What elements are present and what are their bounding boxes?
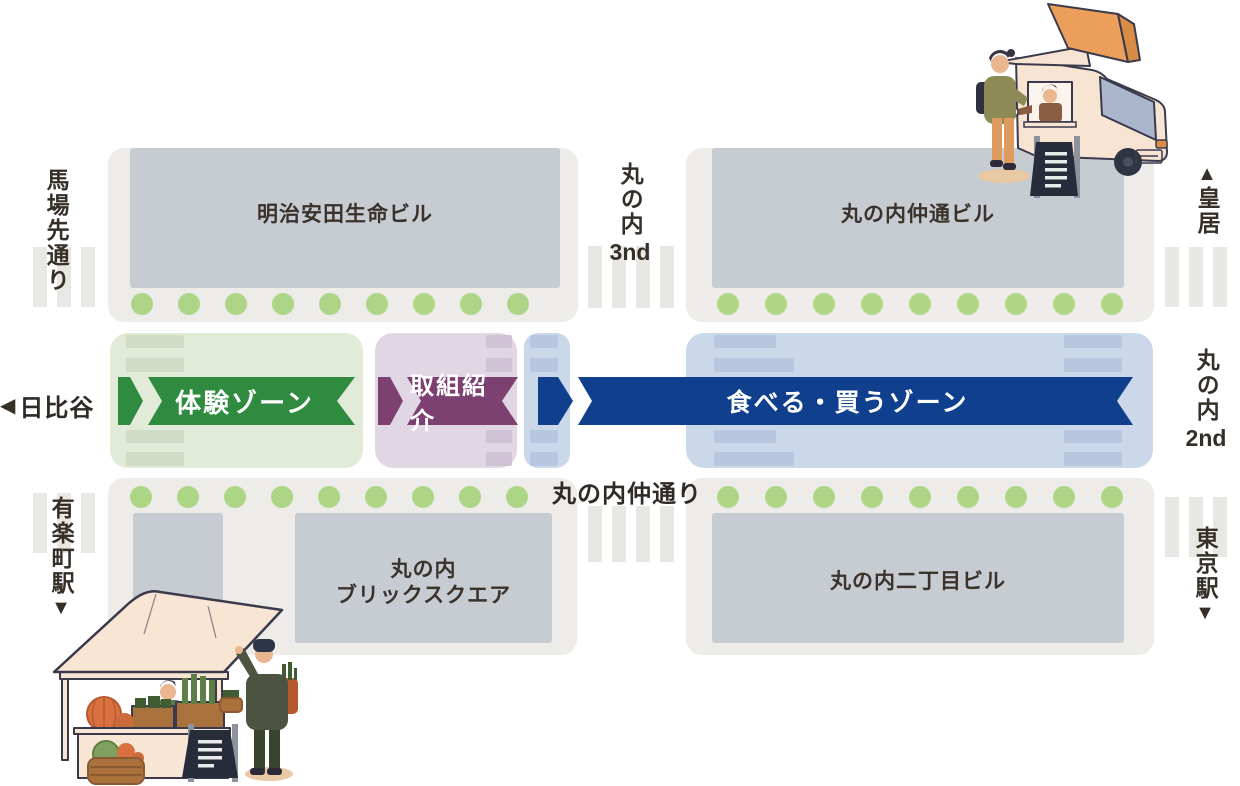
building-nichome: 丸の内二丁目ビル: [712, 513, 1124, 643]
building-naka-dori-label: 丸の内仲通ビル: [841, 203, 995, 226]
down-arrow-icon: ▼: [1195, 602, 1215, 624]
booth-marker: [1064, 430, 1122, 443]
label-naka-dori-street: 丸の内仲通り: [552, 481, 702, 508]
label-marunouchi-2nd: 丸の内 2nd: [1178, 348, 1234, 452]
crosswalk-west-south: [33, 493, 95, 553]
label-marunouchi-2nd-kanji: 丸の内: [1193, 348, 1220, 423]
booth-marker: [126, 335, 184, 348]
building-meiji-yasuda: 明治安田生命ビル: [130, 148, 560, 288]
booth-marker: [486, 335, 512, 348]
label-babasaki-dori: 馬場先通り: [43, 168, 70, 293]
label-marunouchi-3rd-kanji: 丸の内: [617, 162, 644, 237]
booth-marker: [530, 430, 558, 443]
booth-marker: [530, 358, 558, 372]
booth-marker: [126, 452, 184, 466]
direction-imperial-palace: ▲ 皇居: [1192, 164, 1222, 236]
booth-marker: [126, 430, 184, 443]
building-brick-square-line1: 丸の内: [390, 558, 457, 581]
booth-marker: [714, 430, 776, 443]
food-truck-illustration: [976, 3, 1168, 198]
crosswalk-east-south: [1165, 497, 1227, 557]
crosswalk-center-north: [588, 246, 674, 308]
building-brick-square-line2: ブリックスクエア: [335, 584, 512, 608]
down-arrow-icon: ▼: [51, 597, 71, 619]
label-marunouchi-3rd: 丸の内 3nd: [602, 162, 658, 266]
booth-marker: [1064, 452, 1122, 466]
building-naka-dori: 丸の内仲通ビル: [712, 148, 1124, 288]
ribbon-eat-buy-shape: [538, 377, 1133, 425]
booth-marker: [714, 335, 776, 348]
direction-tokyo-station-label: 東京駅: [1192, 526, 1219, 601]
direction-yurakucho-station-label: 有楽町駅: [48, 496, 75, 596]
label-marunouchi-3rd-suffix: 3nd: [609, 239, 651, 265]
tree-row-northeast: [717, 293, 1123, 315]
ribbon-experience-shape: [118, 377, 355, 425]
booth-marker: [1064, 358, 1122, 372]
booth-marker: [486, 358, 512, 372]
label-marunouchi-2nd-suffix: 2nd: [1185, 425, 1227, 451]
booth-marker: [714, 358, 794, 372]
direction-tokyo-station: 東京駅 ▼: [1190, 526, 1220, 623]
tree-row-southwest: [130, 486, 528, 508]
booth-marker: [530, 335, 558, 348]
crosswalk-east-north: [1165, 247, 1227, 307]
ribbon-initiatives-label: 取組紹介: [410, 373, 488, 435]
crosswalk-center-south: [588, 506, 674, 562]
building-meiji-yasuda-label: 明治安田生命ビル: [257, 203, 433, 226]
direction-yurakucho-station: 有楽町駅 ▼: [46, 496, 76, 618]
tree-row-northwest: [131, 293, 529, 315]
booth-marker: [486, 430, 512, 443]
up-arrow-icon: ▲: [1197, 163, 1217, 185]
ribbon-experience-label: 体験ゾーン: [175, 387, 314, 418]
direction-imperial-palace-label: 皇居: [1194, 186, 1221, 236]
ribbon-eat-buy-zone: 食べる・買うゾーン: [538, 377, 1133, 425]
booth-marker: [1064, 335, 1122, 348]
ribbon-experience-zone: 体験ゾーン: [118, 377, 355, 425]
ribbon-initiatives-shape: [378, 377, 518, 425]
building-brick-square-label: 丸の内 ブリックスクエア: [295, 557, 552, 610]
booth-marker: [714, 452, 794, 466]
booth-marker: [486, 452, 512, 466]
building-brick-square: 丸の内 ブリックスクエア: [295, 513, 552, 643]
ribbon-eat-buy-label: 食べる・買うゾーン: [726, 389, 969, 417]
crosswalk-west-north: [33, 247, 95, 307]
direction-hibiya: ◀ 日比谷: [0, 388, 94, 423]
booth-marker: [530, 452, 558, 466]
direction-hibiya-label: 日比谷: [19, 395, 95, 422]
tree-row-southeast: [717, 486, 1123, 508]
left-arrow-icon: ◀: [0, 394, 16, 417]
market-stall-illustration: [52, 590, 298, 785]
ribbon-initiatives: 取組紹介: [378, 373, 518, 435]
booth-marker: [126, 358, 184, 372]
building-nichome-label: 丸の内二丁目ビル: [830, 570, 1006, 593]
